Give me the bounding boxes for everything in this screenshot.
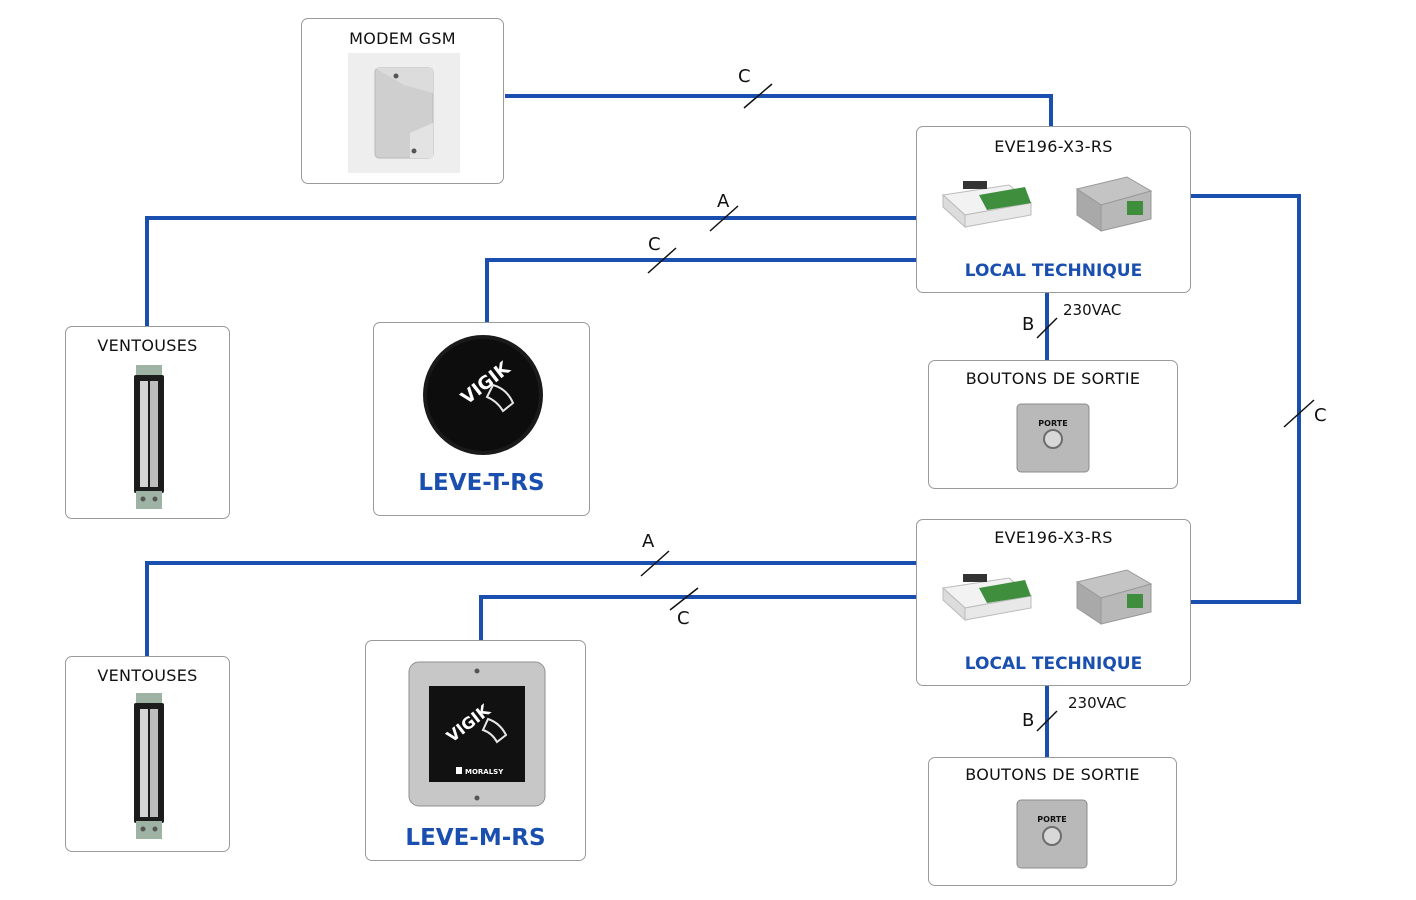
wire-reader-2 [479,595,916,640]
slash-ventouses-2 [640,550,670,577]
magnetic-lock-icon [134,693,164,839]
slash-power-1 [1036,317,1058,339]
reader-1-box: VIGIK LEVE-T-RS [373,322,590,516]
voltage-label-1: 230VAC [1063,301,1122,319]
controller-module-icon [941,181,1033,229]
power-supply-icon [1075,569,1153,625]
magnetic-lock-icon [134,365,164,509]
wire-ventouses-2 [145,561,916,656]
square-vigik-reader-icon: VIGIK MORALSY [408,661,546,807]
brand-logo-text: MORALSY [465,768,504,776]
wire-label-ventouses-2: A [642,531,655,552]
wire-label-reader-2: C [677,608,690,629]
modem-gsm-title: MODEM GSM [349,29,456,48]
wire-reader-1 [485,258,916,322]
slash-modem [743,83,773,109]
slash-power-2 [1036,710,1058,732]
exit-buttons-1-box: BOUTONS DE SORTIE PORTE [928,360,1178,489]
exit-button-icon: PORTE [1016,799,1088,869]
controller-1-location: LOCAL TECHNIQUE [964,261,1143,281]
ventouses-2-title: VENTOUSES [97,666,198,685]
wire-modem-controller-1 [505,94,1053,126]
wire-label-ventouses-1: A [717,191,730,212]
controller-1-title: EVE196-X3-RS [994,137,1113,156]
slash-reader-1 [647,247,677,274]
wire-ventouses-1 [145,216,916,326]
wire-label-power-1: B [1022,314,1035,335]
modem-gsm-icon [348,53,460,173]
wire-label-modem: C [738,66,751,87]
wire-label-reader-1: C [648,234,661,255]
slash-reader-2 [669,587,699,611]
controller-2-title: EVE196-X3-RS [994,528,1113,547]
ventouses-1-title: VENTOUSES [97,336,198,355]
controller-module-icon [941,574,1033,622]
wire-label-power-2: B [1022,710,1035,731]
wire-label-bus: C [1314,405,1327,426]
round-vigik-reader-icon: VIGIK [423,335,543,455]
ventouses-2-box: VENTOUSES [65,656,230,852]
exit-buttons-2-box: BOUTONS DE SORTIE PORTE [928,757,1177,886]
exit-button-icon: PORTE [1016,403,1090,473]
exit-buttons-1-title: BOUTONS DE SORTIE [965,369,1141,388]
controller-1-box: EVE196-X3-RS LOCAL TECHNIQUE [916,126,1191,293]
slash-ventouses-1 [709,205,739,232]
power-supply-icon [1075,176,1153,232]
modem-gsm-box: MODEM GSM [301,18,504,184]
ventouses-1-box: VENTOUSES [65,326,230,519]
porte-label: PORTE [1037,815,1066,824]
reader-2-box: VIGIK MORALSY LEVE-M-RS [365,640,586,861]
controller-2-box: EVE196-X3-RS LOCAL TECHNIQUE [916,519,1191,686]
exit-buttons-2-title: BOUTONS DE SORTIE [965,765,1140,784]
reader-2-name: LEVE-M-RS [405,825,546,851]
porte-label: PORTE [1038,419,1067,428]
controller-2-location: LOCAL TECHNIQUE [964,654,1143,674]
reader-1-name: LEVE-T-RS [418,470,545,496]
voltage-label-2: 230VAC [1068,694,1127,712]
wire-controller-bus [1191,194,1301,604]
slash-bus [1283,399,1315,428]
